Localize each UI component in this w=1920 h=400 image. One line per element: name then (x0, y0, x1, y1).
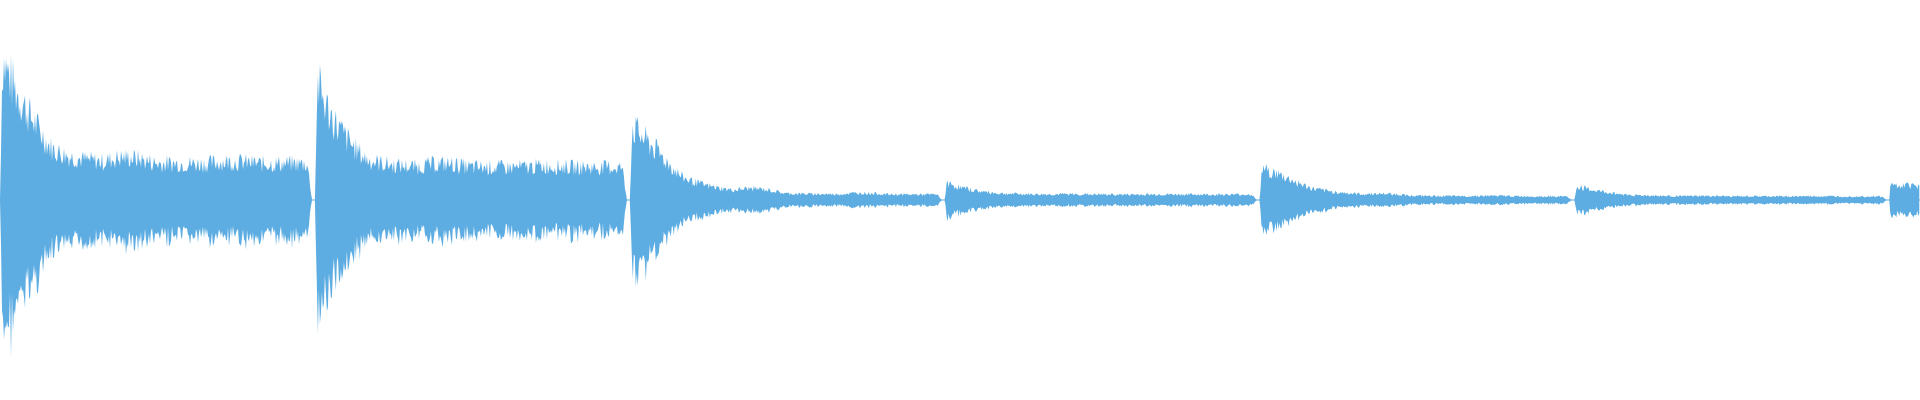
waveform-segment-7 (1889, 182, 1920, 219)
waveform-segment-1 (0, 55, 312, 359)
waveform-segment-5 (1259, 163, 1572, 235)
waveform-segment-6 (1574, 185, 1887, 216)
waveform-segment-2 (314, 64, 627, 334)
waveform-segment-3 (629, 116, 942, 287)
waveform-segment-4 (944, 180, 1257, 222)
